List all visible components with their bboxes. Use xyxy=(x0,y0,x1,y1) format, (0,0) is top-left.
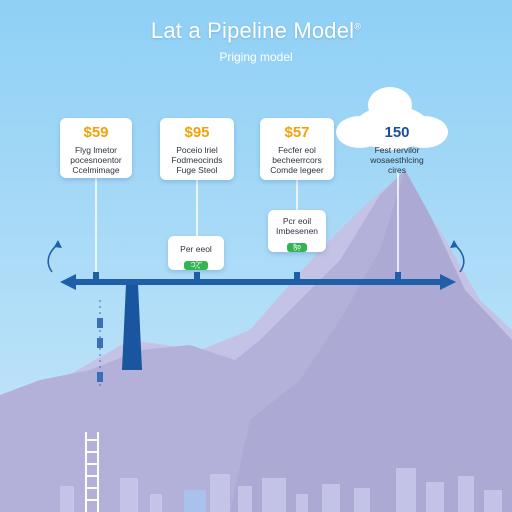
right-arrow-icon xyxy=(440,274,456,290)
card-price: $57 xyxy=(284,124,310,141)
card-line: becheerrcors xyxy=(272,155,322,165)
city-skyline xyxy=(60,468,502,512)
up-arrow-icon xyxy=(47,243,59,273)
pricing-card-2: $95 Poceio lriel Fodmeocinds Fuge Steol xyxy=(160,118,234,180)
card-price: 150 xyxy=(384,124,410,141)
pipeline-beam xyxy=(70,279,444,285)
card-line: Fuge Steol xyxy=(176,165,218,175)
card-line: pocesnoentor xyxy=(70,155,122,165)
beam-tick-2 xyxy=(194,272,200,280)
left-arrow-icon xyxy=(60,274,76,290)
mini-card-label: Per eeol xyxy=(180,244,212,254)
mini-card-1: Per eeol Ͻ̧ʔ̧͍ʺ͐ xyxy=(168,236,224,270)
pricing-card-1: $59 Flyg lmetor pocesnoentor Ccelmimage xyxy=(60,118,132,178)
card-line: Fest rervilor xyxy=(374,145,420,155)
card-line: Fodmeocinds xyxy=(171,155,223,165)
card-line: Fecfer eol xyxy=(278,145,316,155)
scale-mark-2 xyxy=(97,338,103,348)
page-title: Lat a Pipeline Model® xyxy=(0,18,512,44)
page-subtitle: Priging model xyxy=(219,50,293,64)
mini-card-label: Pcr eoil xyxy=(282,216,312,226)
beam-tick-1 xyxy=(93,272,99,280)
mini-card-label: Imbesenen xyxy=(275,226,319,236)
ladder-icon xyxy=(85,432,99,512)
beam-tick-3 xyxy=(294,272,300,280)
mini-card-2: Pcr eoil Imbesenen ɮ̎ʚ̥ xyxy=(268,210,326,252)
card-line: Ccelmimage xyxy=(72,165,120,175)
card-line: Flyg lmetor xyxy=(74,145,118,155)
title-mark: ® xyxy=(354,21,362,32)
scale-mark-3 xyxy=(97,372,103,382)
beam-tick-4 xyxy=(395,272,401,280)
title-text: Lat a Pipeline Model xyxy=(150,18,355,43)
card-price: $59 xyxy=(83,124,109,141)
beam-support xyxy=(122,284,142,370)
card-line: Comde legeer xyxy=(270,165,324,175)
status-badge: Ͻ̧ʔ̧͍ʺ͐ xyxy=(184,261,208,270)
up-arrow-head-right xyxy=(450,240,458,248)
mountain-ridge-shadow xyxy=(230,170,512,512)
card-line: wosaesthlcing xyxy=(370,155,424,165)
scale-mark-1 xyxy=(97,318,103,328)
card-line: cires xyxy=(388,165,406,175)
status-badge: ɮ̎ʚ̥ xyxy=(287,243,307,252)
pricing-card-3: $57 Fecfer eol becheerrcors Comde legeer xyxy=(260,118,334,180)
cloud-icon xyxy=(336,87,448,150)
pricing-card-4: 150 Fest rervilor wosaesthlcing cires xyxy=(362,118,432,175)
card-line: Poceio lriel xyxy=(176,145,218,155)
up-arrow-head-left xyxy=(54,240,62,248)
card-price: $95 xyxy=(184,124,210,141)
